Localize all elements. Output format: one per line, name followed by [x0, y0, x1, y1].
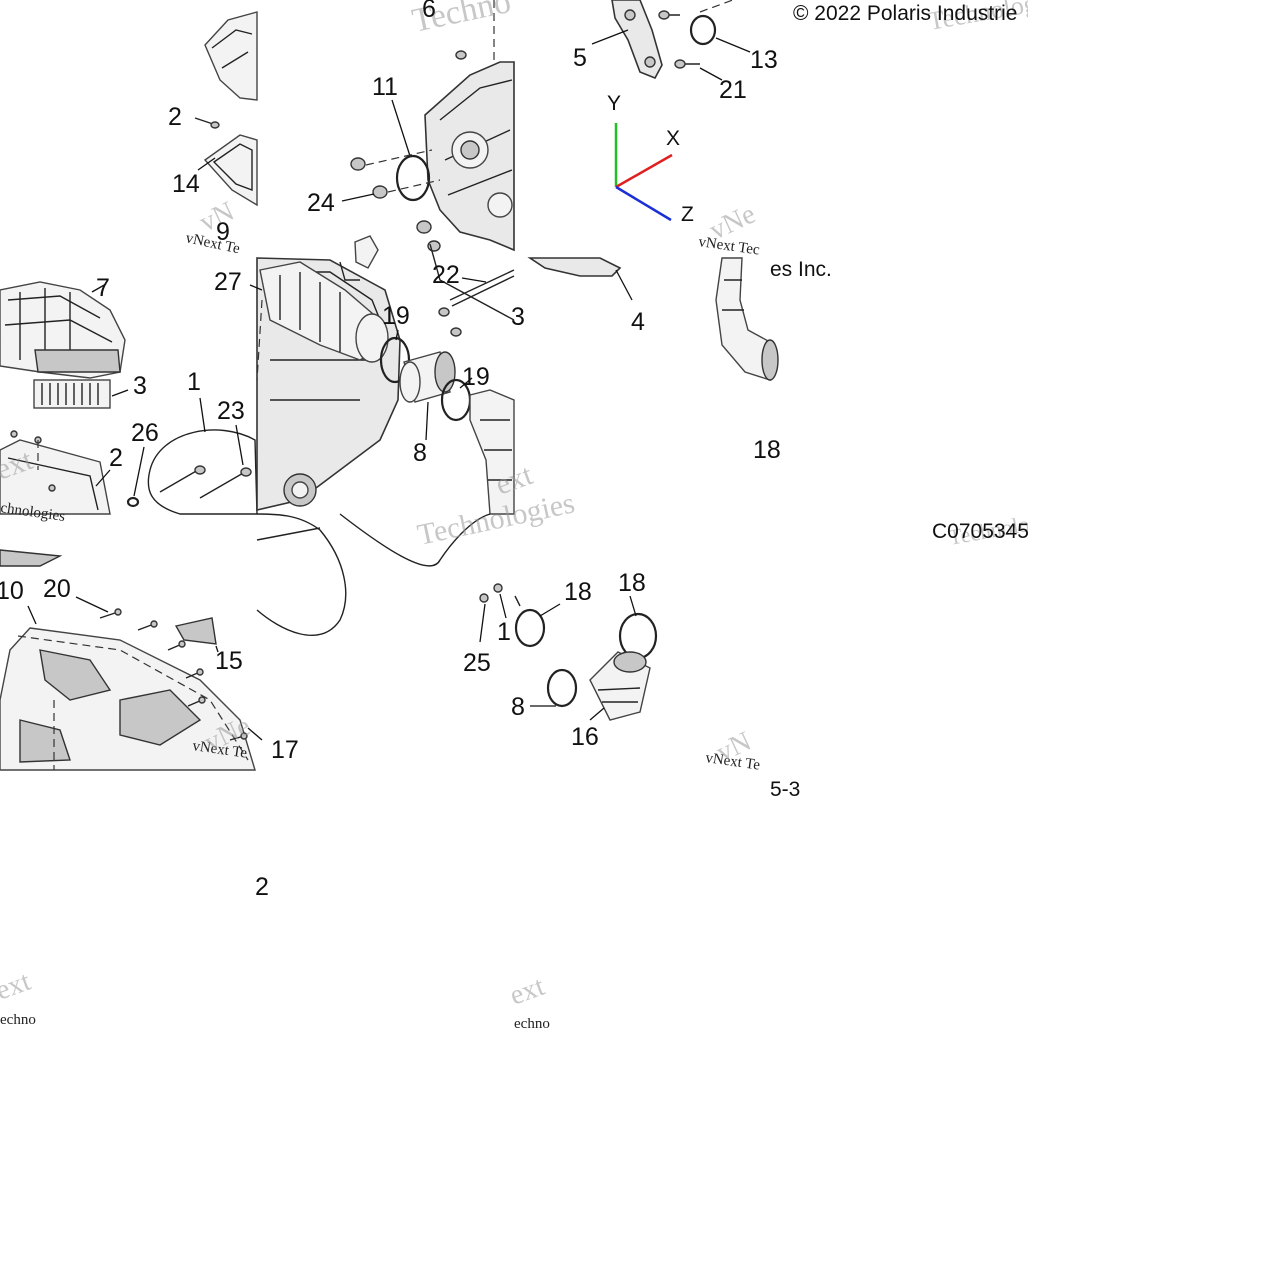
callout-label: 13 — [750, 46, 778, 74]
callout-label: 6 — [422, 0, 436, 23]
intake-duct-right — [469, 389, 515, 515]
callout-label: 1 — [497, 618, 511, 646]
callout-label: 23 — [217, 397, 245, 425]
callout-label: 3 — [511, 303, 525, 331]
callout-labels: 6 2 14 9 11 24 5 13 21 7 27 22 3 19 4 3 … — [0, 0, 781, 901]
clutch-outer-housing — [424, 61, 515, 252]
housing-edge-4 — [527, 257, 622, 277]
watermark-text: ext — [0, 966, 35, 1007]
mount-bracket-5 — [611, 0, 663, 80]
copyright-notice: © 2022 Polaris Industrie — [793, 2, 1017, 25]
copyright-fragment: es Inc. — [770, 258, 832, 281]
hose-27 — [339, 235, 379, 281]
coupler-8 — [399, 351, 456, 403]
screws-2-lower — [10, 430, 56, 492]
watermark-brand: vNext Te — [191, 738, 248, 762]
callout-label: 10 — [0, 577, 24, 605]
bolts-21 — [658, 10, 700, 69]
intake-boot-upper — [259, 261, 389, 363]
callout-label: 1 — [187, 368, 201, 396]
grommets-24 — [350, 50, 467, 234]
callout-label: 8 — [413, 439, 427, 467]
clamp-18-b — [618, 612, 658, 660]
pad-15 — [174, 617, 217, 645]
axis-x-label: X — [666, 127, 680, 150]
base-plate-lower — [0, 439, 111, 515]
washer-26 — [126, 496, 140, 508]
callout-label: 27 — [214, 268, 242, 296]
washers-25 — [479, 583, 521, 607]
page-reference: 5-3 — [770, 778, 800, 801]
callout-label: 18 — [753, 436, 781, 464]
callout-label: 22 — [432, 261, 460, 289]
callout-label: 24 — [307, 189, 335, 217]
clamp-18-a — [514, 608, 546, 648]
callout-label: 19 — [462, 363, 490, 391]
callout-label: 20 — [43, 575, 71, 603]
callout-label: 26 — [131, 419, 159, 447]
callout-label: 8 — [511, 693, 525, 721]
axis-y-label: Y — [607, 92, 621, 115]
callout-label: 3 — [133, 372, 147, 400]
gasket-plate-14 — [203, 134, 258, 207]
duct-16 — [589, 651, 651, 721]
callout-label: 14 — [172, 170, 200, 198]
callout-label: 19 — [382, 302, 410, 330]
callout-label: 15 — [215, 647, 243, 675]
drawing-code: C0705345 — [932, 520, 1029, 543]
clamp-8-lower — [546, 668, 578, 708]
screw-2-top — [194, 117, 220, 129]
stray-number: 2 — [255, 873, 269, 901]
watermark-text: ext — [506, 971, 549, 1012]
intake-tube-right — [715, 257, 779, 381]
callout-label: 21 — [719, 76, 747, 104]
axis-triad: Y X Z — [607, 92, 694, 226]
tile-mask-right — [1028, 0, 1285, 1285]
wedge-piece — [0, 549, 63, 567]
watermark-text: echno — [0, 1012, 36, 1028]
axis-x-line — [615, 153, 673, 189]
watermarks: Techno Technologies vNext Te vN vNext Te… — [0, 0, 1067, 1032]
callout-label: 9 — [216, 218, 230, 246]
callout-label: 5 — [573, 44, 587, 72]
rod-22 — [427, 240, 515, 337]
callout-label: 25 — [463, 649, 491, 677]
filter-screen-3 — [33, 379, 111, 409]
watermark-text: echno — [514, 1016, 550, 1032]
gasket-1 — [147, 429, 258, 515]
callout-label: 18 — [564, 578, 592, 606]
callout-label: 17 — [271, 736, 299, 764]
bolts-23 — [159, 465, 252, 499]
callout-label: 4 — [631, 308, 645, 336]
intake-duct-upper — [204, 11, 258, 101]
callout-label: 7 — [96, 274, 110, 302]
callout-label: 11 — [372, 73, 398, 101]
air-intake-duct-7 — [0, 281, 126, 379]
callout-label: 2 — [168, 103, 182, 131]
o-ring-11 — [395, 154, 431, 202]
screws-20 — [99, 608, 248, 741]
axis-z-line — [615, 185, 672, 222]
watermark-brand: vNext Te — [704, 750, 761, 774]
o-ring-13 — [689, 14, 717, 46]
gasket-cord — [256, 513, 491, 636]
callout-label: 2 — [109, 444, 123, 472]
clutch-outer-cover-10 — [0, 627, 256, 771]
callout-label: 18 — [618, 569, 646, 597]
axis-z-label: Z — [681, 203, 694, 226]
callout-label: 16 — [571, 723, 599, 751]
